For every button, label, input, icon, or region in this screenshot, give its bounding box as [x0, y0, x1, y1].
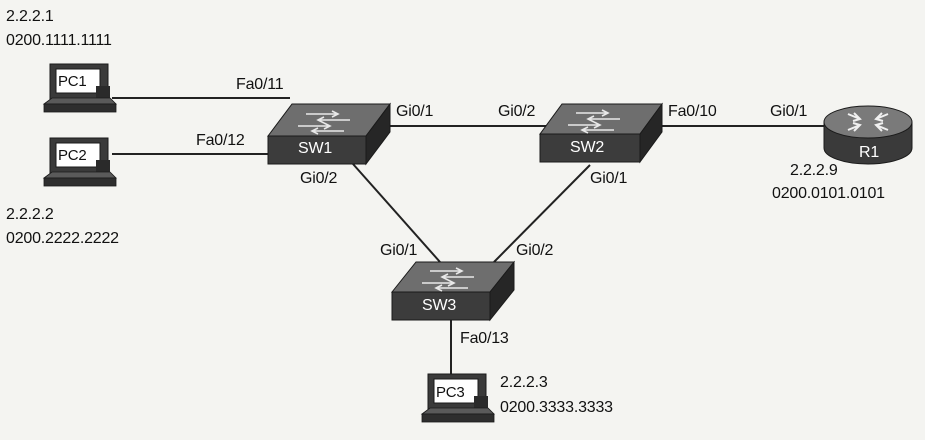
- port-label-sw1-gi0-1: Gi0/1: [396, 103, 434, 120]
- pc-pc2[interactable]: [42, 137, 117, 187]
- pc-pc3[interactable]: [420, 373, 495, 423]
- switch-arrows-icon: [298, 110, 350, 135]
- pc3-ip: 2.2.2.3: [500, 374, 548, 391]
- pc1-ip: 2.2.2.1: [6, 8, 54, 25]
- link-sw2-sw3: [493, 164, 591, 263]
- pc1-mac: 0200.1111.1111: [6, 32, 112, 49]
- router-arrows-icon: [847, 112, 889, 132]
- r1-name: R1: [859, 144, 880, 161]
- pc1-name: PC1: [58, 73, 87, 90]
- switch-arrows-icon: [568, 109, 620, 134]
- port-label-sw1-gi0-2: Gi0/2: [300, 170, 338, 187]
- pc-pc1[interactable]: [42, 63, 117, 113]
- switch-sw3[interactable]: [390, 260, 516, 322]
- switch-sw2[interactable]: [539, 102, 663, 164]
- r1-ip: 2.2.2.9: [790, 162, 838, 179]
- pc2-ip: 2.2.2.2: [6, 206, 54, 223]
- sw3-name: SW3: [422, 297, 457, 314]
- port-label-sw1-fa0-12: Fa0/12: [196, 132, 245, 149]
- pc2-mac: 0200.2222.2222: [6, 230, 119, 247]
- link-sw1-sw3: [352, 163, 441, 263]
- port-label-sw2-gi0-2: Gi0/2: [498, 103, 536, 120]
- port-label-sw3-gi0-1: Gi0/1: [380, 242, 418, 259]
- switch-arrows-icon: [422, 267, 474, 292]
- r1-mac: 0200.0101.0101: [772, 185, 885, 202]
- port-label-r1-gi0-1: Gi0/1: [770, 103, 808, 120]
- port-label-sw2-fa0-10: Fa0/10: [668, 103, 717, 120]
- port-label-sw3-fa0-13: Fa0/13: [460, 330, 509, 347]
- switch-sw1[interactable]: [267, 102, 391, 166]
- sw2-name: SW2: [570, 139, 605, 156]
- port-label-sw1-fa0-11: Fa0/11: [236, 76, 284, 93]
- port-label-sw2-gi0-1: Gi0/1: [590, 170, 628, 187]
- links: [112, 97, 828, 374]
- pc3-name: PC3: [436, 384, 465, 401]
- router-r1[interactable]: [823, 105, 913, 165]
- port-label-sw3-gi0-2: Gi0/2: [516, 242, 554, 259]
- sw1-name: SW1: [298, 140, 333, 157]
- pc2-name: PC2: [58, 147, 87, 164]
- pc3-mac: 0200.3333.3333: [500, 399, 613, 416]
